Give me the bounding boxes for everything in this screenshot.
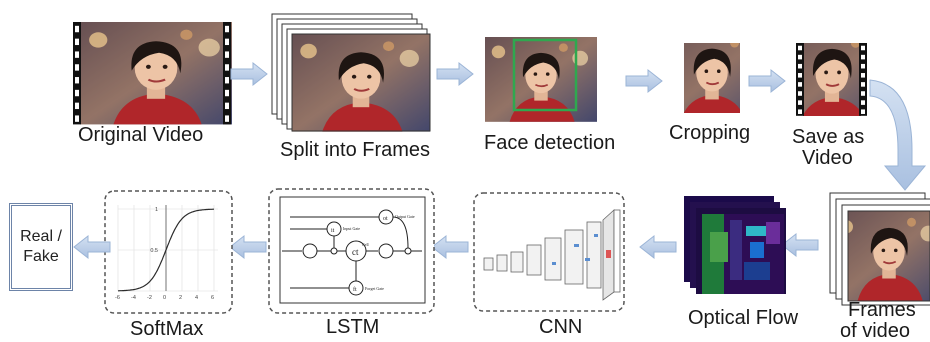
label-lstm: LSTM — [326, 316, 380, 338]
output-text: Real / Fake — [20, 227, 62, 267]
sigmoid-plot: -6 -4 -2 0 2 4 6 1 0.5 — [115, 205, 218, 301]
lstm-output-gate-label: Output Gate — [395, 214, 415, 219]
label-cropping: Cropping — [669, 122, 751, 144]
sigmoid-x-tick: 4 — [195, 295, 198, 301]
lstm-forget-gate-label: Forget Gate — [365, 286, 384, 291]
arrow-3 — [625, 69, 663, 93]
optical-flow-stack — [684, 196, 786, 294]
film-strip-left — [73, 22, 81, 125]
label-cnn: CNN — [539, 316, 583, 338]
curved-arrow-down — [869, 79, 927, 191]
sigmoid-x-tick: -2 — [147, 295, 152, 301]
lstm-cell-symbols: it ot ct ft Input Gate Output Gate Forge… — [331, 214, 415, 293]
film-strip-right — [223, 22, 231, 125]
cnn-layers — [483, 209, 621, 301]
lstm-it-symbol: it — [331, 228, 335, 234]
arrow-8 — [229, 235, 267, 259]
lstm-cell-label: Cell — [362, 242, 370, 247]
sigmoid-y-tick: 0.5 — [150, 248, 158, 254]
label-save-video-2: Video — [802, 147, 853, 169]
arrow-7 — [431, 235, 469, 259]
lstm-ft-symbol: ft — [353, 286, 357, 293]
sigmoid-y-tick: 1 — [155, 207, 158, 213]
label-save-video-1: Save as — [792, 126, 865, 148]
sigmoid-x-tick: 6 — [211, 295, 214, 301]
output-real-fake-box: Real / Fake — [9, 203, 73, 291]
sigmoid-x-tick: 2 — [179, 295, 182, 301]
arrow-1 — [230, 62, 268, 86]
arrow-5 — [781, 233, 819, 257]
lstm-ct-symbol: ct — [352, 247, 359, 257]
arrow-4 — [748, 69, 786, 93]
label-optical-flow: Optical Flow — [688, 307, 799, 329]
label-frames-of-video-1: Frames — [848, 299, 916, 321]
label-frames-of-video-2: of video — [840, 320, 911, 342]
original-video-thumbnail — [78, 20, 234, 126]
sigmoid-curve — [118, 208, 214, 292]
lstm-ot-symbol: ot — [383, 216, 388, 222]
label-split-frames: Split into Frames — [280, 139, 431, 161]
output-line2: Fake — [23, 248, 59, 265]
face-bounding-box — [512, 38, 578, 112]
sigmoid-x-tick: -4 — [131, 295, 136, 301]
sigmoid-x-tick: 0 — [163, 295, 166, 301]
label-face-detection: Face detection — [484, 132, 616, 154]
sigmoid-x-tick: -6 — [115, 295, 120, 301]
face-detection-image — [484, 36, 598, 123]
label-original-video: Original Video — [78, 124, 204, 146]
saved-video-clip — [796, 43, 867, 116]
label-softmax: SoftMax — [130, 318, 204, 340]
video-frame-stack — [829, 192, 930, 306]
arrow-2 — [436, 62, 474, 86]
frame-stack — [271, 13, 432, 133]
lstm-input-gate-label: Input Gate — [343, 226, 360, 231]
lstm-cell-diagram — [279, 196, 426, 304]
arrow-6 — [639, 235, 677, 259]
output-line1: Real / — [20, 228, 62, 245]
